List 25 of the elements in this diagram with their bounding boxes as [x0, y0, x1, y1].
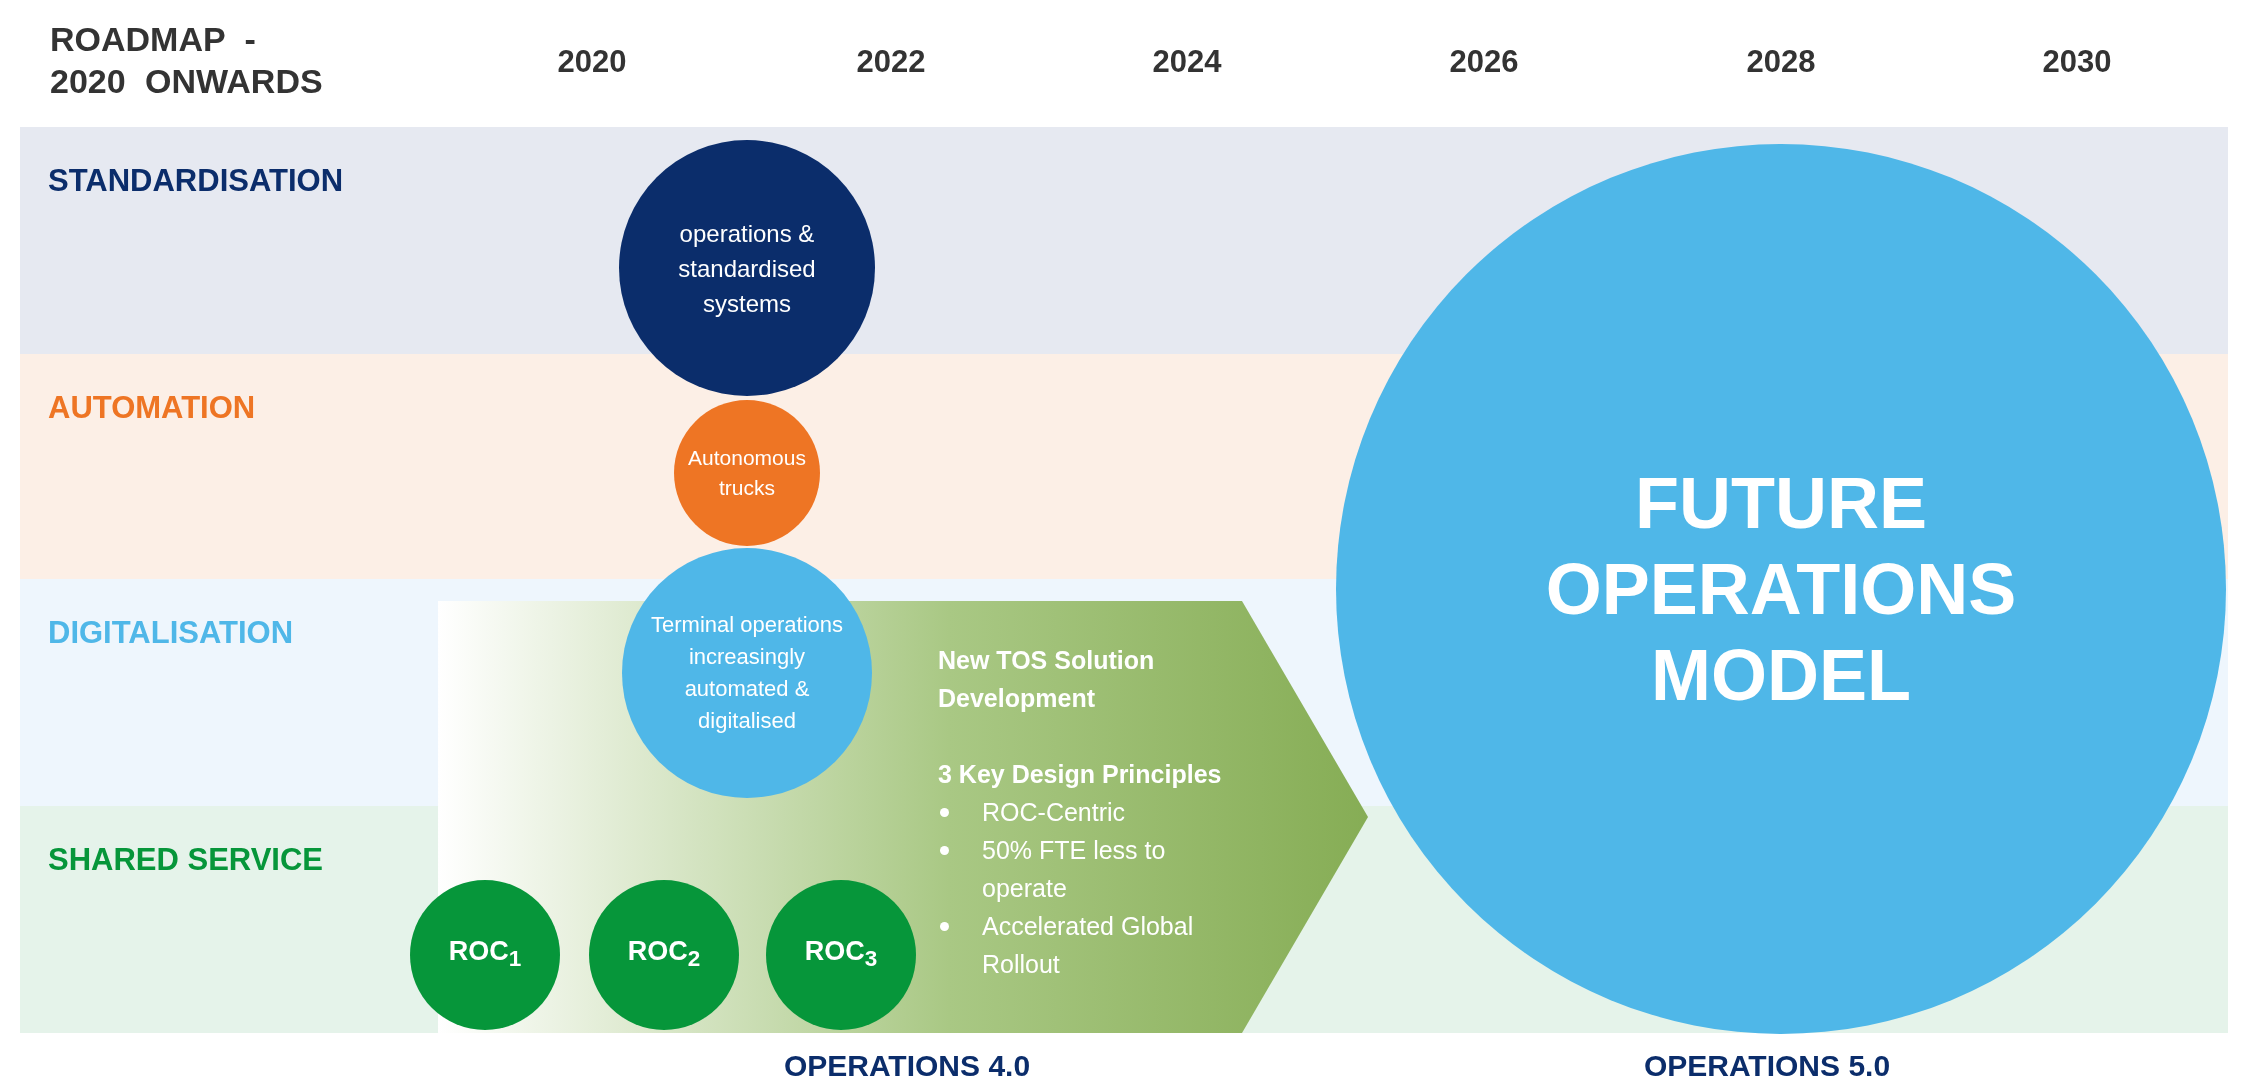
circle-text: Terminal operations increasingly automated & digitalised: [650, 611, 844, 735]
phase-label: OPERATIONS 5.0: [1643, 1049, 1891, 1081]
lane-title: STANDARDISATION: [48, 163, 344, 199]
diagram-title: ROADMAP - 2020 ONWARDS: [50, 19, 324, 102]
panel-heading: New TOS Solution Development: [938, 645, 1156, 714]
circle-text: ROC$_{1}$: [447, 934, 523, 974]
phase-label: OPERATIONS 4.0: [783, 1049, 1031, 1081]
year-label: 2020: [557, 44, 627, 80]
circle-text: ROC$_{3}$: [803, 934, 879, 974]
bullet-item: 50% FTE less to operate: [938, 831, 1238, 907]
year-label: 2022: [856, 44, 926, 80]
circle-text: Autonomous trucks: [687, 445, 807, 501]
circle-text: FUTURE OPERATIONS MODEL: [1544, 462, 2018, 717]
panel-subheading: 3 Key Design Principles: [938, 759, 1223, 790]
lane-title: AUTOMATION: [48, 390, 256, 426]
circle-text: ROC$_{2}$: [626, 934, 702, 974]
bullet-item: ROC-Centric: [938, 793, 1238, 831]
year-label: 2028: [1746, 44, 1816, 80]
year-label: 2024: [1152, 44, 1222, 80]
bullet-item: Accelerated Global Rollout: [938, 907, 1238, 983]
circle-text: operations & standardised systems: [677, 218, 817, 319]
year-label: 2026: [1449, 44, 1519, 80]
lane-title: DIGITALISATION: [48, 615, 294, 651]
year-label: 2030: [2042, 44, 2112, 80]
lane-title: SHARED SERVICE: [48, 842, 324, 878]
